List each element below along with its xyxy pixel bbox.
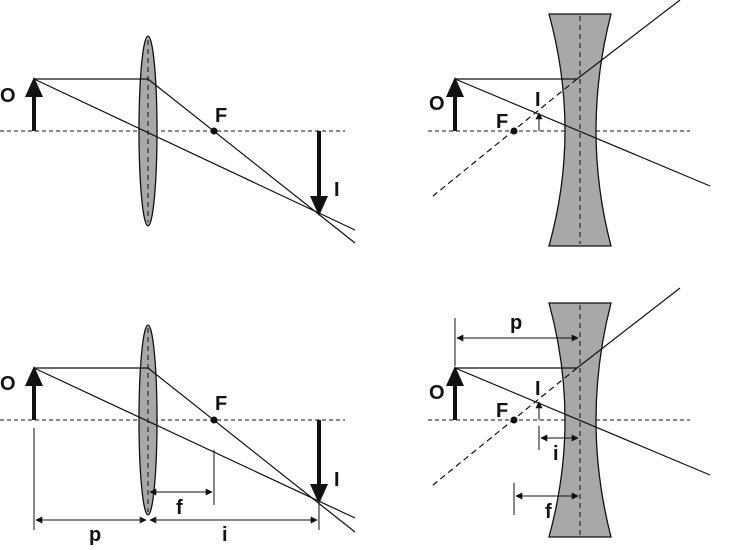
object-label: O bbox=[0, 373, 16, 395]
converging-lens-panel-bottom: O F I f p i bbox=[0, 324, 356, 546]
focal-length-label: f bbox=[176, 497, 183, 519]
object-label: O bbox=[0, 85, 16, 107]
central-ray bbox=[33, 78, 356, 231]
object-arrow-head bbox=[25, 77, 43, 97]
focal-point-label: F bbox=[215, 105, 227, 127]
image-label: I bbox=[334, 469, 340, 491]
object-label: O bbox=[429, 382, 445, 404]
image-label: I bbox=[334, 179, 340, 201]
object-distance-label: p bbox=[510, 312, 522, 334]
object-label: O bbox=[429, 93, 445, 115]
image-label: I bbox=[535, 378, 541, 400]
focal-point-label: F bbox=[215, 393, 227, 415]
image-distance-label: i bbox=[553, 443, 559, 465]
diverging-lens-panel-bottom: O p F I i f bbox=[428, 287, 711, 538]
focal-point-dot bbox=[510, 127, 518, 135]
virtual-extension-ray bbox=[432, 367, 578, 486]
focal-point-dot bbox=[210, 127, 218, 135]
object-distance-label: p bbox=[89, 524, 101, 546]
focal-point-dot bbox=[510, 416, 518, 424]
object-arrow-head bbox=[446, 366, 464, 386]
central-ray bbox=[33, 367, 356, 519]
focal-point-label: F bbox=[496, 111, 508, 133]
central-ray bbox=[454, 78, 711, 187]
image-distance-label: i bbox=[222, 524, 228, 546]
focal-point-label: F bbox=[496, 400, 508, 422]
object-arrow-head bbox=[446, 77, 464, 97]
parallel-ray bbox=[34, 78, 356, 244]
image-arrow-head bbox=[310, 196, 328, 216]
focal-point-dot bbox=[210, 416, 218, 424]
converging-lens-panel-top: O F I bbox=[0, 35, 356, 244]
focal-length-label: f bbox=[545, 501, 552, 523]
object-arrow-head bbox=[25, 366, 43, 386]
central-ray bbox=[454, 367, 711, 476]
image-label: I bbox=[535, 89, 541, 111]
parallel-ray bbox=[34, 367, 356, 533]
diverging-lens bbox=[548, 13, 612, 247]
image-arrow-head bbox=[310, 484, 328, 504]
diverging-lens-panel-top: O F I bbox=[428, 0, 711, 247]
virtual-extension-ray bbox=[432, 78, 578, 197]
